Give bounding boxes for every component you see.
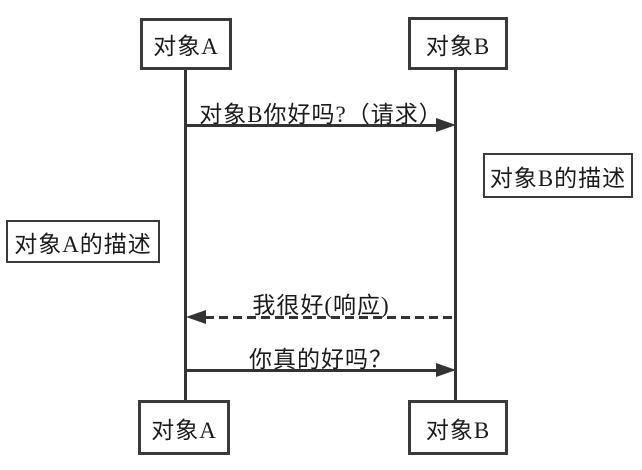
note-label: 对象A的描述: [14, 231, 152, 257]
message-2-line: [205, 316, 456, 319]
message-1-line: [186, 124, 438, 127]
arrowhead-right-icon: [436, 118, 456, 132]
object-label: 对象A: [153, 34, 219, 59]
note-box-object-a-description: 对象A的描述: [6, 220, 160, 263]
object-box-top-left: 对象A: [140, 18, 232, 70]
arrowhead-right-icon: [436, 363, 456, 377]
arrowhead-left-icon: [186, 310, 206, 324]
message-1-label: 对象B你好吗?（请求）: [199, 102, 443, 127]
object-label: 对象B: [425, 417, 491, 443]
note-box-object-b-description: 对象B的描述: [483, 153, 633, 198]
object-box-top-right: 对象B: [408, 17, 508, 70]
object-label: 对象B: [425, 33, 491, 59]
message-3-label: 你真的好吗？: [249, 347, 393, 372]
message-2-label: 我很好(响应): [252, 293, 390, 318]
lifeline-object-a: [184, 70, 187, 400]
lifeline-object-b: [454, 70, 457, 400]
note-label: 对象B的描述: [489, 165, 627, 191]
object-box-bottom-right: 对象B: [408, 400, 508, 455]
message-3-line: [186, 369, 438, 372]
object-label: 对象A: [151, 417, 217, 443]
object-box-bottom-left: 对象A: [138, 400, 230, 455]
